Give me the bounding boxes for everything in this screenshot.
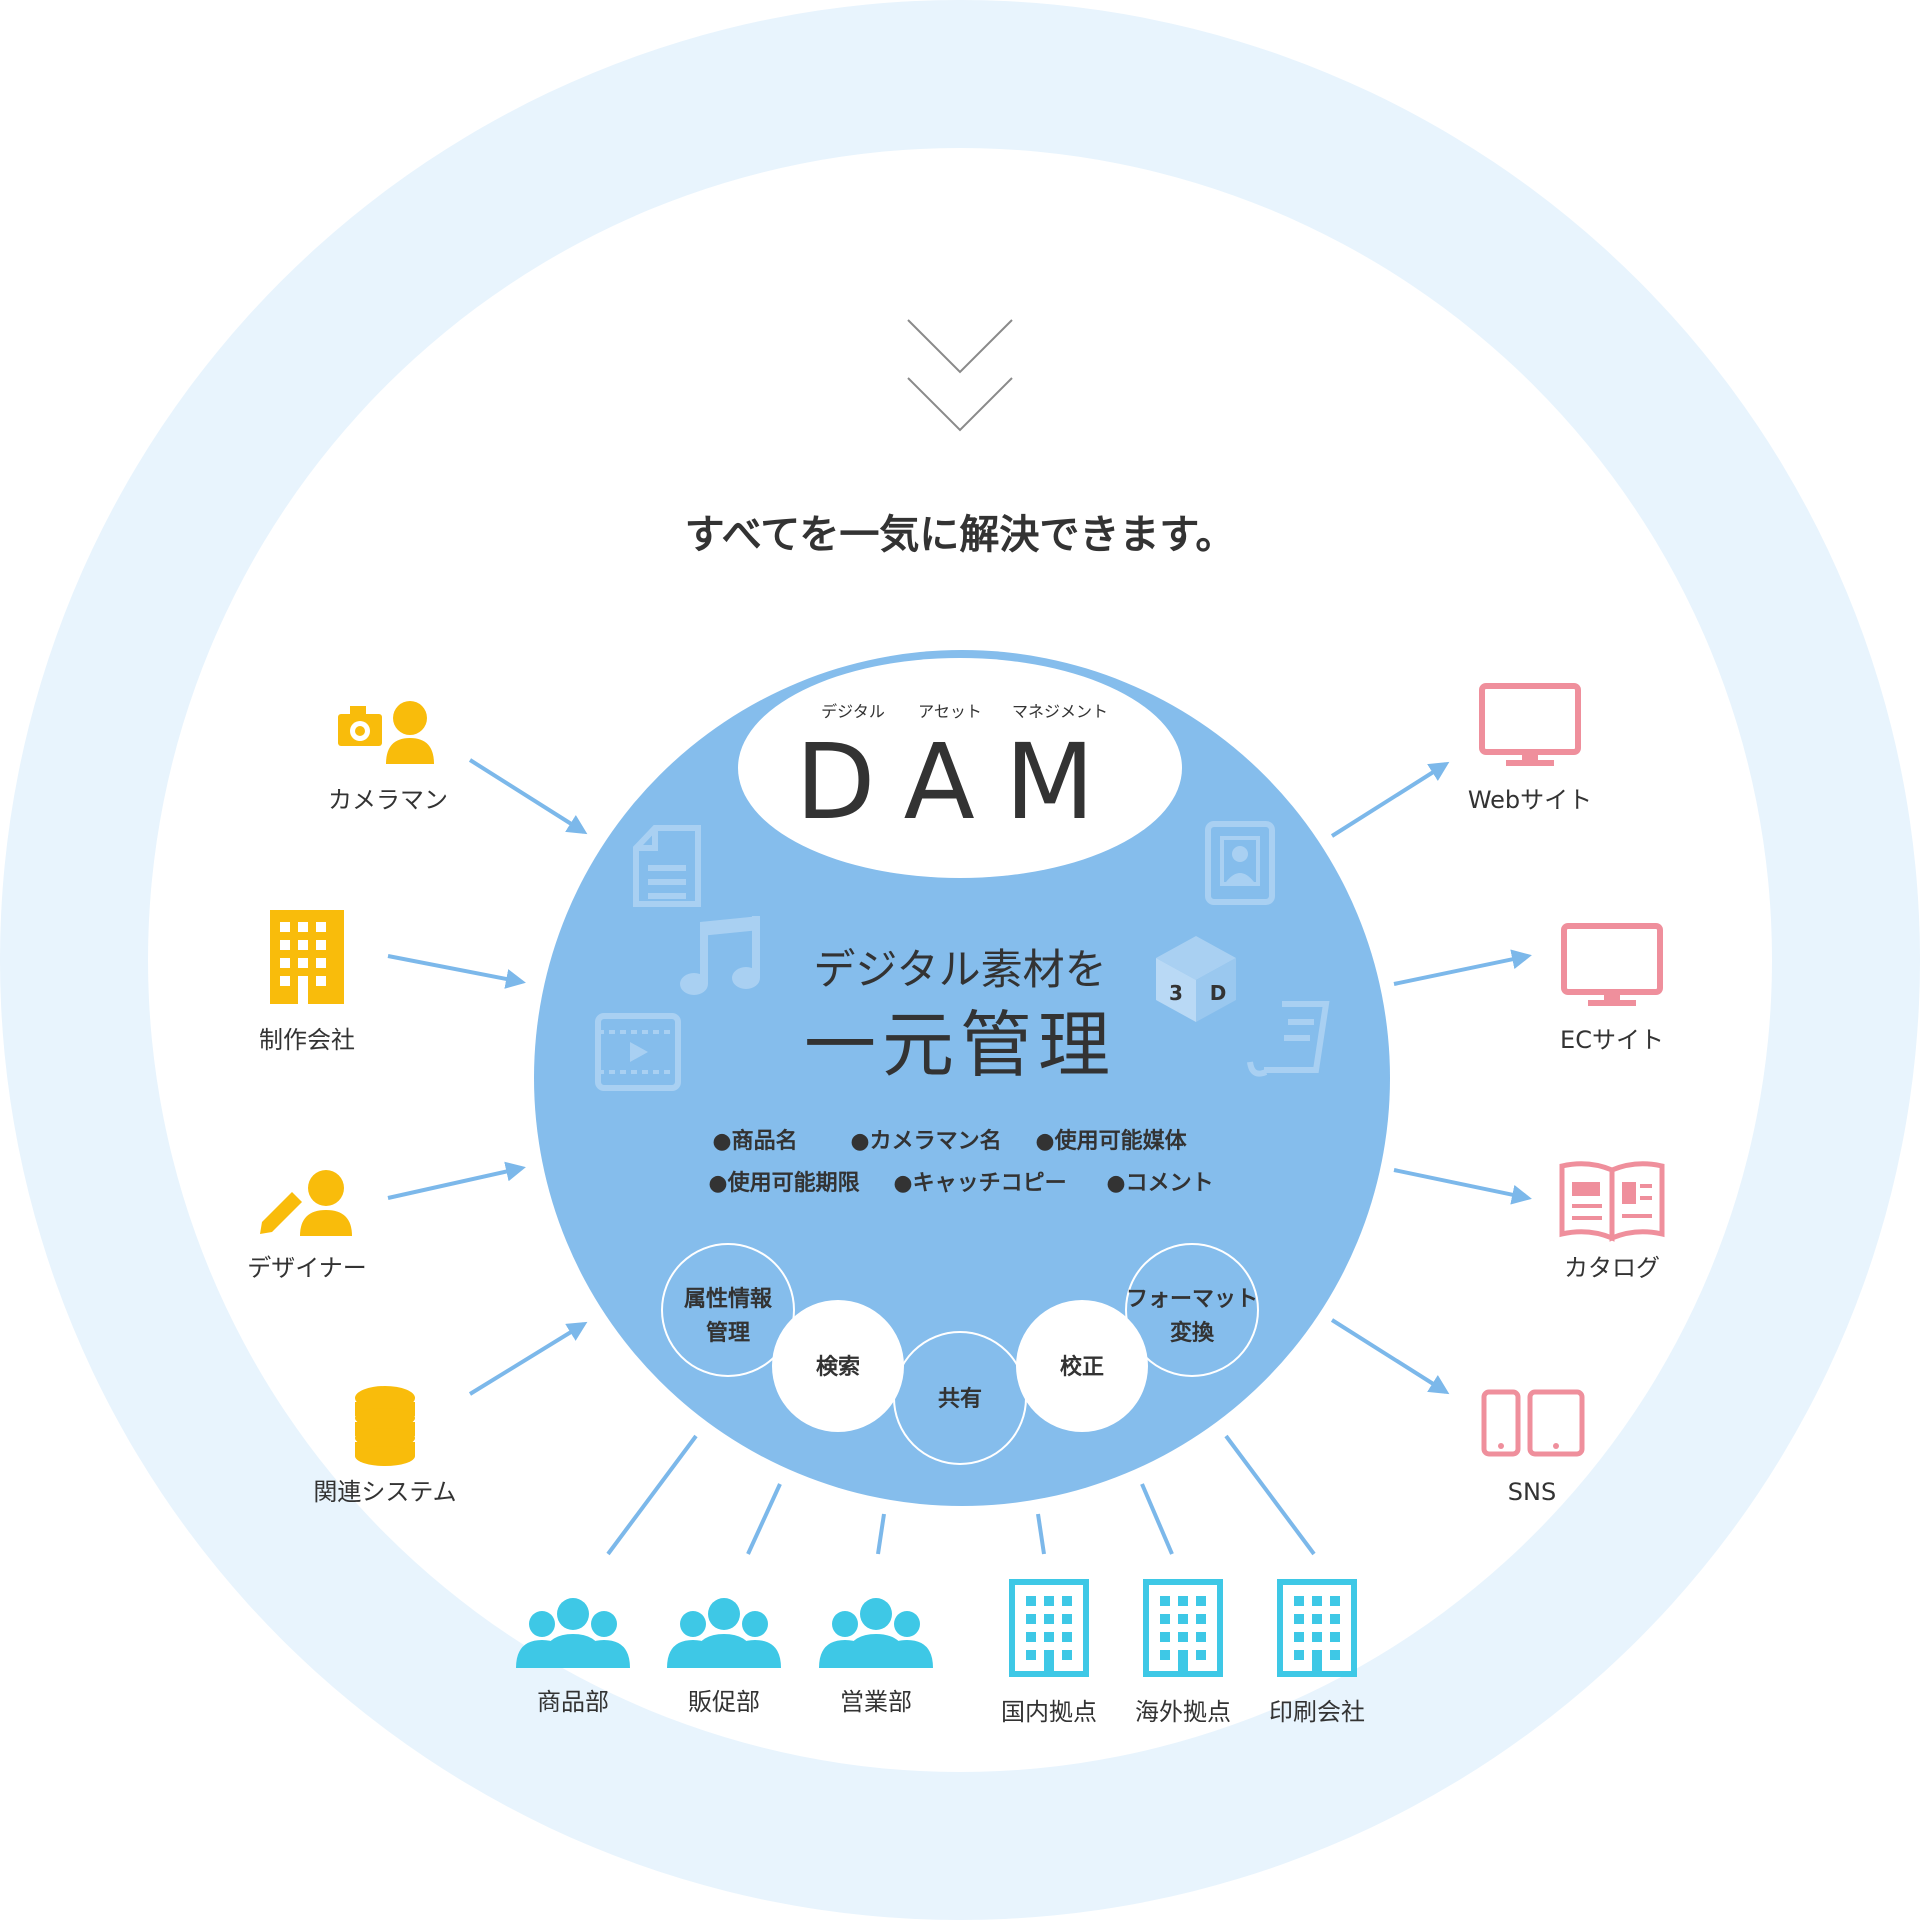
dam-title: DAM	[795, 721, 1124, 843]
input-label: 関連システム	[313, 1478, 456, 1506]
input-arrows	[387, 758, 588, 1396]
video-icon	[595, 1013, 681, 1091]
user-sales-dept: 営業部	[819, 1598, 933, 1716]
dam-ruby-digital: デジタル	[821, 702, 885, 721]
3d-cube-icon: 3 D	[1156, 936, 1236, 1022]
output-label: カタログ	[1564, 1254, 1660, 1282]
camera-person-icon	[338, 701, 434, 764]
output-label: ECサイト	[1560, 1026, 1664, 1054]
attribute-photographer-name: ●カメラマン名	[850, 1128, 1001, 1154]
database-icon	[355, 1386, 415, 1466]
svg-text:属性情報: 属性情報	[684, 1286, 773, 1312]
output-label: SNS	[1508, 1478, 1556, 1506]
scroll-icon	[1247, 1001, 1330, 1077]
svg-text:管理: 管理	[706, 1320, 750, 1346]
attribute-usable-media: ●使用可能媒体	[1035, 1128, 1187, 1154]
output-arrows	[1330, 761, 1532, 1395]
user-label: 商品部	[537, 1688, 609, 1716]
user-label: 営業部	[840, 1688, 912, 1716]
svg-text:検索: 検索	[816, 1355, 860, 1380]
user-merchandise-dept: 商品部	[516, 1598, 630, 1716]
building-icon	[1277, 1579, 1357, 1677]
user-label: 海外拠点	[1135, 1698, 1231, 1726]
monitor-icon	[1561, 923, 1663, 1006]
group-icon	[516, 1598, 630, 1668]
feature-proofread: 校正	[1016, 1300, 1148, 1432]
user-overseas-office: 海外拠点	[1135, 1579, 1231, 1726]
phone-tablet-icon	[1481, 1389, 1585, 1457]
building-icon	[1143, 1579, 1223, 1677]
group-icon	[667, 1598, 781, 1668]
portrait-icon	[1205, 821, 1275, 905]
dam-main-message: 一元管理	[804, 1003, 1116, 1087]
feature-search: 検索	[772, 1300, 904, 1432]
building-icon	[270, 910, 344, 1004]
group-icon	[819, 1598, 933, 1668]
user-label: 国内拠点	[1001, 1698, 1097, 1726]
document-icon	[633, 825, 701, 907]
user-label: 販促部	[688, 1688, 760, 1716]
dam-ruby-management: マネジメント	[1012, 702, 1108, 721]
user-printing-company: 印刷会社	[1269, 1579, 1365, 1726]
pencil-person-icon	[260, 1170, 352, 1236]
headline: すべてを一気に解決できます。	[685, 512, 1236, 558]
attribute-comment: ●コメント	[1106, 1171, 1213, 1196]
svg-text:共有: 共有	[938, 1386, 982, 1412]
chevron-down-icon	[907, 319, 1013, 432]
user-domestic-office: 国内拠点	[1001, 1579, 1097, 1726]
input-photographer: カメラマン	[328, 701, 448, 814]
output-ec-site: ECサイト	[1560, 923, 1664, 1054]
feature-attribute-management: 属性情報 管理	[661, 1243, 795, 1377]
attribute-catchcopy: ●キャッチコピー	[893, 1171, 1066, 1196]
music-note-icon	[680, 916, 760, 995]
svg-text:3: 3	[1169, 981, 1183, 1005]
dam-title-ellipse	[738, 658, 1182, 878]
output-sns: SNS	[1481, 1389, 1585, 1506]
input-designer: デザイナー	[247, 1170, 367, 1282]
svg-text:フォーマット: フォーマット	[1126, 1287, 1258, 1312]
output-website: Webサイト	[1468, 683, 1592, 814]
input-label: 制作会社	[259, 1026, 355, 1054]
output-label: Webサイト	[1468, 786, 1592, 814]
dam-ruby-asset: アセット	[918, 702, 982, 721]
svg-text:校正: 校正	[1060, 1354, 1104, 1380]
output-catalog: カタログ	[1559, 1161, 1665, 1282]
input-related-systems: 関連システム	[313, 1386, 457, 1506]
attribute-product-name: ●商品名	[712, 1128, 797, 1154]
user-label: 印刷会社	[1269, 1698, 1365, 1726]
user-sales-promotion-dept: 販促部	[667, 1598, 781, 1716]
attribute-usable-period: ●使用可能期限	[708, 1170, 859, 1196]
building-icon	[1009, 1579, 1089, 1677]
dam-circle	[534, 650, 1390, 1506]
input-label: カメラマン	[328, 786, 448, 814]
feature-format-conversion: フォーマット 変換	[1125, 1243, 1259, 1377]
monitor-icon	[1479, 683, 1581, 766]
svg-text:D: D	[1210, 981, 1227, 1005]
svg-text:変換: 変換	[1170, 1320, 1215, 1346]
user-connection-lines	[606, 1434, 1316, 1556]
open-book-icon	[1559, 1161, 1665, 1242]
dam-tagline: デジタル素材を	[813, 945, 1106, 994]
input-label: デザイナー	[247, 1254, 367, 1282]
input-production-company: 制作会社	[259, 910, 355, 1054]
